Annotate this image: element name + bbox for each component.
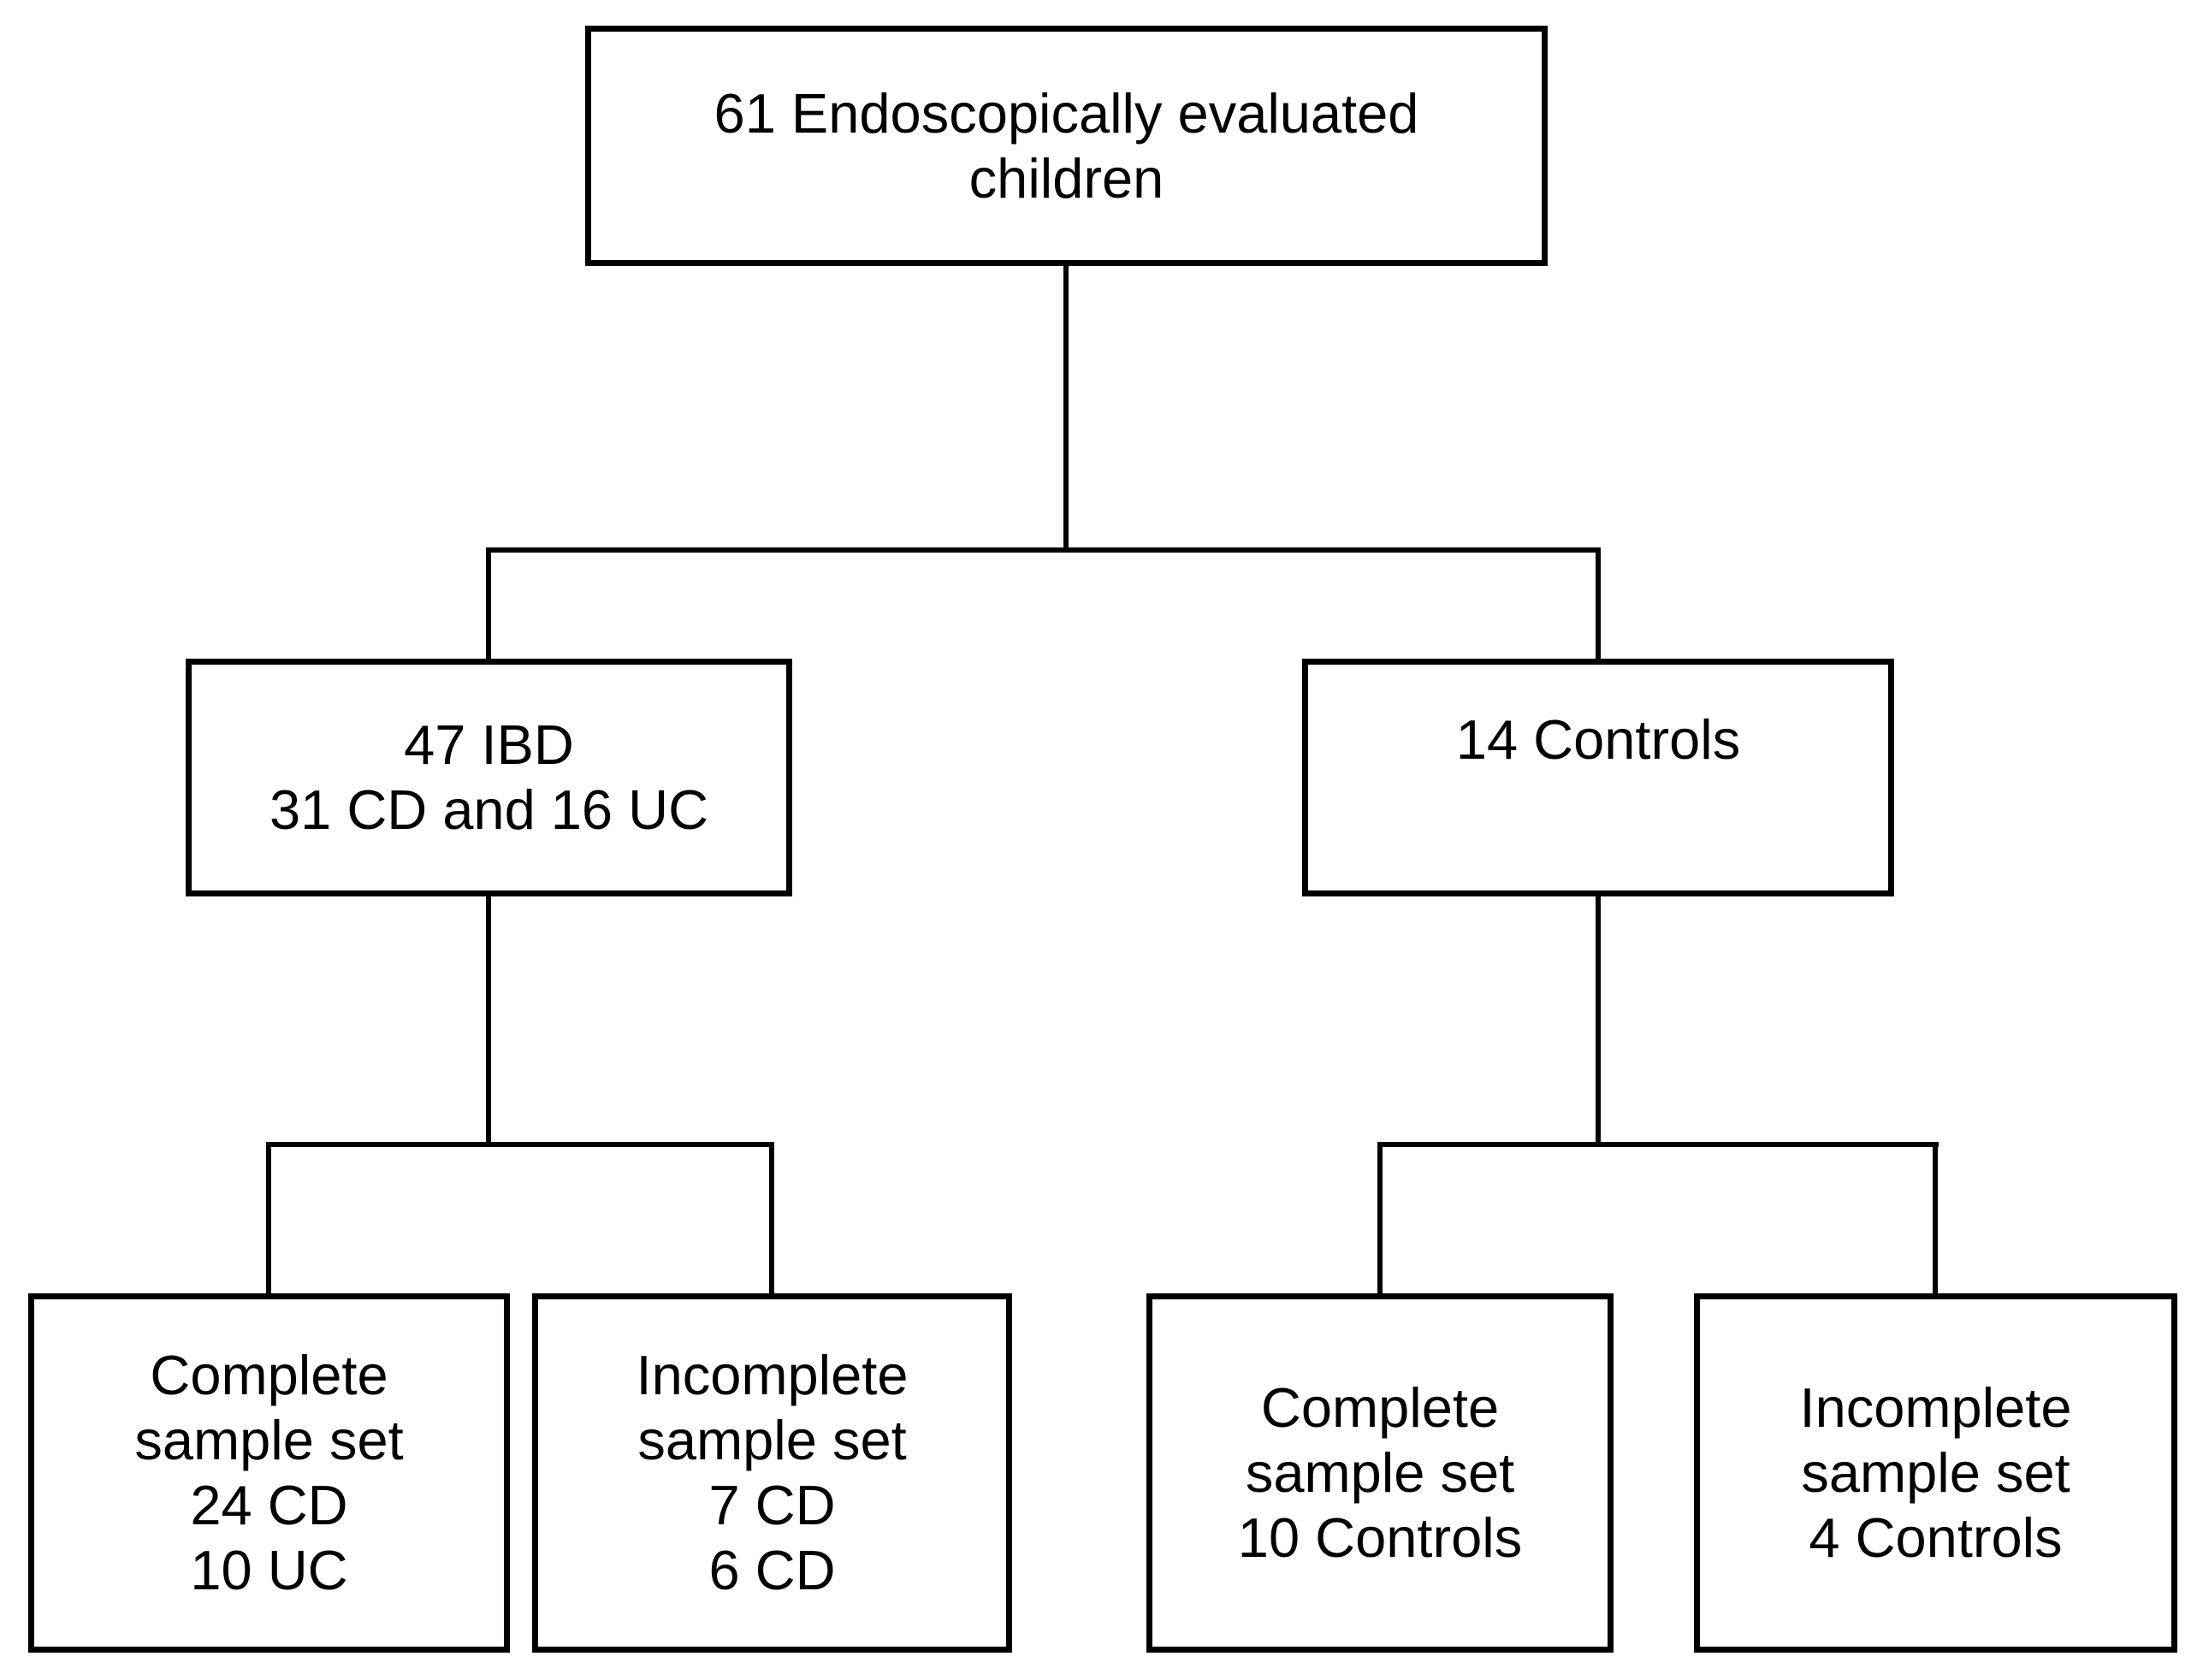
connector-root-stem xyxy=(1063,265,1069,553)
box-controls: 14 Controls xyxy=(1302,659,1894,896)
box-text-line: children xyxy=(968,146,1164,210)
box-text-line: 31 CD and 16 UC xyxy=(269,778,709,841)
connector-ibd-stem xyxy=(486,896,491,1147)
box-endoscopically-evaluated-children: 61 Endoscopically evaluated children xyxy=(585,26,1548,266)
box-ibd-incomplete-sample-set: Incomplete sample set 7 CD 6 CD xyxy=(532,1293,1012,1653)
box-ibd-complete-sample-set: Complete sample set 24 CD 10 UC xyxy=(28,1293,510,1653)
box-text-line: 47 IBD xyxy=(404,713,574,776)
box-text-line: 10 UC xyxy=(190,1539,348,1601)
box-text-line: Incomplete xyxy=(636,1344,909,1406)
connector-level1-rail xyxy=(486,547,1601,553)
box-controls-complete-sample-set: Complete sample set 10 Controls xyxy=(1146,1293,1614,1653)
box-text-line: sample set xyxy=(1801,1441,2070,1504)
connector-drop-ibd xyxy=(486,547,491,659)
box-text-line: Complete xyxy=(150,1344,388,1406)
box-text-line: sample set xyxy=(1245,1441,1515,1504)
box-text-line: Complete xyxy=(1260,1376,1500,1439)
box-ibd: 47 IBD 31 CD and 16 UC xyxy=(186,659,792,896)
connector-drop-controls xyxy=(1596,547,1601,659)
box-text-line: 61 Endoscopically evaluated xyxy=(714,81,1419,145)
connector-drop-ibd-incomplete xyxy=(769,1142,774,1293)
connector-controls-rail xyxy=(1377,1142,1939,1147)
connector-drop-controls-complete xyxy=(1377,1142,1383,1293)
box-text-line: 4 Controls xyxy=(1809,1506,2063,1569)
connector-controls-stem xyxy=(1596,896,1601,1147)
connector-drop-controls-incomplete xyxy=(1933,1142,1938,1293)
connector-ibd-rail xyxy=(266,1142,774,1147)
box-text-line: 10 Controls xyxy=(1237,1506,1523,1569)
box-text-line: sample set xyxy=(637,1409,907,1471)
box-controls-incomplete-sample-set: Incomplete sample set 4 Controls xyxy=(1694,1293,2177,1653)
connector-drop-ibd-complete xyxy=(266,1142,271,1293)
box-text-line: 24 CD xyxy=(190,1474,348,1536)
box-text-line: 7 CD xyxy=(708,1474,836,1536)
box-text-line: 6 CD xyxy=(708,1539,836,1601)
box-text-line: sample set xyxy=(134,1409,404,1471)
box-text-line: Incomplete xyxy=(1799,1376,2072,1439)
box-text-line: 14 Controls xyxy=(1455,708,1741,771)
